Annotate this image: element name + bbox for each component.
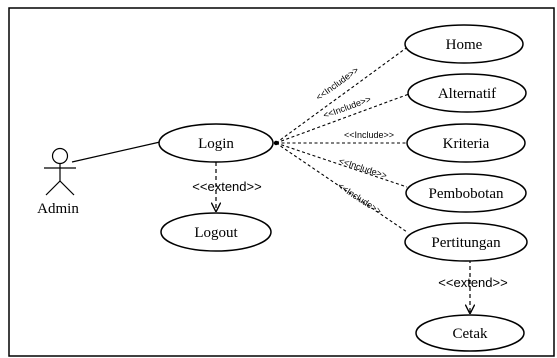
logout-usecase[interactable] xyxy=(160,212,272,252)
kriteria-label: Kriteria xyxy=(443,136,490,152)
admin-actor xyxy=(44,147,76,196)
include-origin-dot xyxy=(273,140,279,146)
pertitungan-label: Pertitungan xyxy=(431,235,501,251)
actor-head xyxy=(51,147,69,165)
diagram-frame xyxy=(8,7,555,357)
include-line-pertitungan xyxy=(275,142,408,233)
pembobotan-usecase[interactable] xyxy=(405,173,527,213)
home-label: Home xyxy=(446,37,483,53)
actor-left-leg xyxy=(45,180,61,196)
pertitungan-usecase[interactable] xyxy=(404,222,528,262)
include-label-home: <<Include>> xyxy=(314,65,360,103)
pembobotan-label: Pembobotan xyxy=(429,186,504,202)
include-line-alternatif xyxy=(275,93,410,144)
include-line-pembobotan xyxy=(275,142,408,188)
cetak-usecase[interactable] xyxy=(415,314,525,352)
extend-label-cetak: <<extend>> xyxy=(438,275,507,290)
extend-label-logout: <<extend>> xyxy=(192,179,261,194)
cetak-label: Cetak xyxy=(453,326,488,342)
actor-right-leg xyxy=(59,180,75,196)
use-case-ellipses xyxy=(158,24,528,352)
login-usecase[interactable] xyxy=(158,123,274,163)
include-label-pertitungan: <<Include>> xyxy=(336,181,383,217)
actor-label: Admin xyxy=(37,201,79,217)
association-admin-login xyxy=(71,141,161,163)
include-lines xyxy=(275,45,410,233)
include-label-kriteria: <<Include>> xyxy=(344,130,394,140)
kriteria-usecase[interactable] xyxy=(406,123,526,163)
include-label-alternatif: <<Include>> xyxy=(322,94,372,121)
include-label-pembobotan: <<Include>> xyxy=(338,156,389,181)
login-label: Login xyxy=(198,136,234,152)
logout-label: Logout xyxy=(194,225,238,241)
home-usecase[interactable] xyxy=(404,24,524,64)
alternatif-usecase[interactable] xyxy=(407,73,527,113)
include-line-home xyxy=(275,45,410,144)
alternatif-label: Alternatif xyxy=(438,86,496,102)
